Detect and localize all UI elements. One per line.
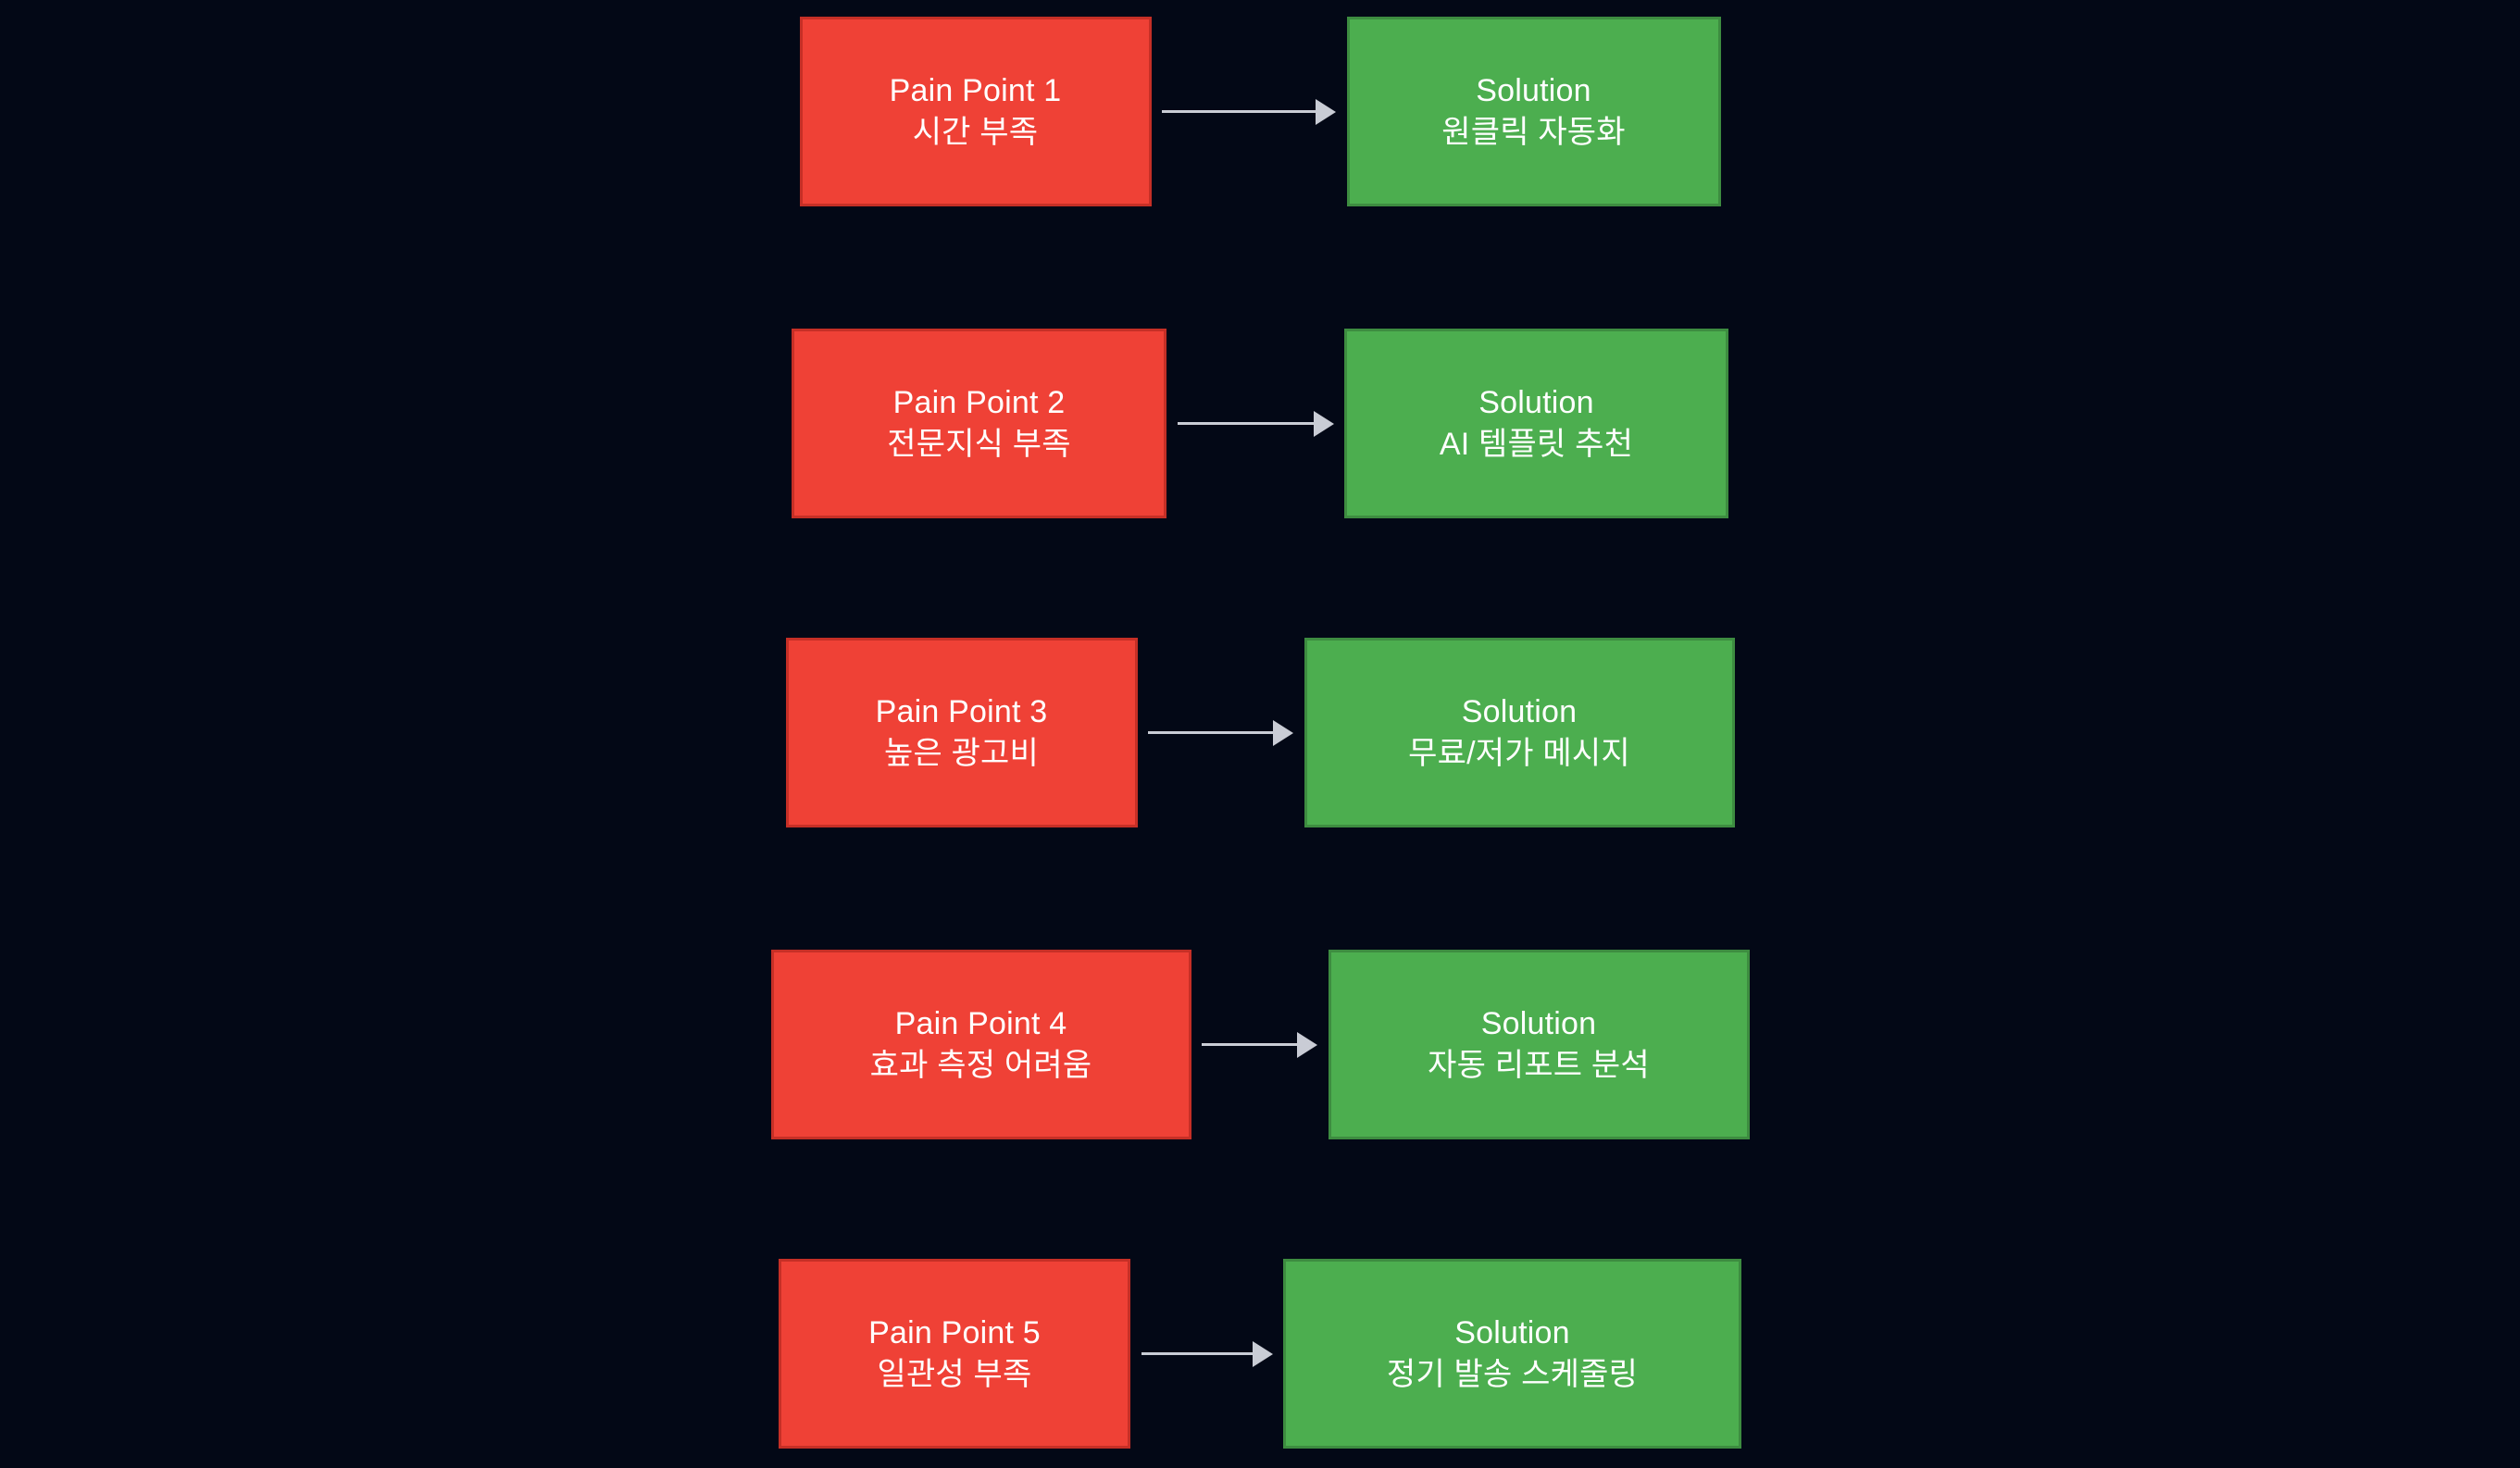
pain-point-node-1[interactable]: Pain Point 1 시간 부족 <box>799 17 1152 206</box>
edge-arrowhead-1 <box>1316 98 1336 125</box>
solution-detail-2: AI 템플릿 추천 <box>1439 426 1634 462</box>
edge-3 <box>1138 638 1304 827</box>
edge-4 <box>1191 950 1329 1139</box>
edge-arrowhead-2 <box>1313 410 1334 437</box>
flow-row-4: Pain Point 4 효과 측정 어려움 Solution 자동 리포트 분… <box>0 950 2520 1139</box>
flow-row-1: Pain Point 1 시간 부족 Solution 원클릭 자동화 <box>0 17 2520 206</box>
pain-point-title-2: Pain Point 2 <box>892 384 1066 420</box>
solution-node-2[interactable]: Solution AI 템플릿 추천 <box>1344 329 1728 518</box>
edge-2 <box>1166 329 1344 518</box>
flow-row-2: Pain Point 2 전문지식 부족 Solution AI 템플릿 추천 <box>0 329 2520 518</box>
pain-point-detail-5: 일관성 부족 <box>877 1356 1032 1392</box>
pain-point-title-5: Pain Point 5 <box>868 1314 1041 1350</box>
edge-arrowhead-5 <box>1252 1340 1273 1367</box>
solution-title-1: Solution <box>1476 72 1591 108</box>
edge-line-4 <box>1202 1043 1298 1046</box>
solution-title-3: Solution <box>1461 693 1578 729</box>
solution-detail-3: 무료/저가 메시지 <box>1408 735 1630 771</box>
arrow-right-icon <box>1141 1340 1273 1367</box>
solution-detail-4: 자동 리포트 분석 <box>1428 1047 1650 1083</box>
pain-point-title-4: Pain Point 4 <box>894 1005 1067 1041</box>
edge-line-3 <box>1148 731 1274 734</box>
arrow-right-icon <box>1202 1031 1317 1058</box>
pain-point-node-5[interactable]: Pain Point 5 일관성 부족 <box>779 1259 1130 1449</box>
edge-line-5 <box>1141 1352 1254 1355</box>
pain-point-detail-1: 시간 부족 <box>912 114 1039 150</box>
solution-detail-1: 원클릭 자동화 <box>1441 114 1626 150</box>
pain-point-node-4[interactable]: Pain Point 4 효과 측정 어려움 <box>770 950 1191 1139</box>
edge-5 <box>1130 1259 1283 1449</box>
arrow-right-icon <box>1148 719 1293 746</box>
edge-line-2 <box>1177 422 1315 425</box>
pain-point-detail-2: 전문지식 부족 <box>887 426 1071 462</box>
pain-point-node-2[interactable]: Pain Point 2 전문지식 부족 <box>792 329 1166 518</box>
solution-node-5[interactable]: Solution 정기 발송 스케줄링 <box>1283 1259 1741 1449</box>
edge-1 <box>1152 17 1347 206</box>
pain-point-title-1: Pain Point 1 <box>889 72 1062 108</box>
flow-row-5: Pain Point 5 일관성 부족 Solution 정기 발송 스케줄링 <box>0 1259 2520 1449</box>
solution-node-4[interactable]: Solution 자동 리포트 분석 <box>1328 950 1750 1139</box>
pain-point-detail-4: 효과 측정 어려움 <box>869 1047 1092 1083</box>
solution-node-1[interactable]: Solution 원클릭 자동화 <box>1346 17 1721 206</box>
arrow-right-icon <box>1177 410 1334 437</box>
pain-point-detail-3: 높은 광고비 <box>883 735 1040 771</box>
edge-arrowhead-4 <box>1297 1031 1317 1058</box>
solution-title-5: Solution <box>1454 1314 1570 1350</box>
pain-point-node-3[interactable]: Pain Point 3 높은 광고비 <box>785 638 1138 827</box>
edge-line-1 <box>1162 110 1316 113</box>
pain-point-title-3: Pain Point 3 <box>875 693 1048 729</box>
solution-title-4: Solution <box>1480 1005 1597 1041</box>
solution-node-3[interactable]: Solution 무료/저가 메시지 <box>1304 638 1735 827</box>
arrow-right-icon <box>1162 98 1336 125</box>
solution-title-2: Solution <box>1478 384 1594 420</box>
solution-detail-5: 정기 발송 스케줄링 <box>1386 1356 1639 1392</box>
flow-row-3: Pain Point 3 높은 광고비 Solution 무료/저가 메시지 <box>0 638 2520 827</box>
edge-arrowhead-3 <box>1273 719 1293 746</box>
